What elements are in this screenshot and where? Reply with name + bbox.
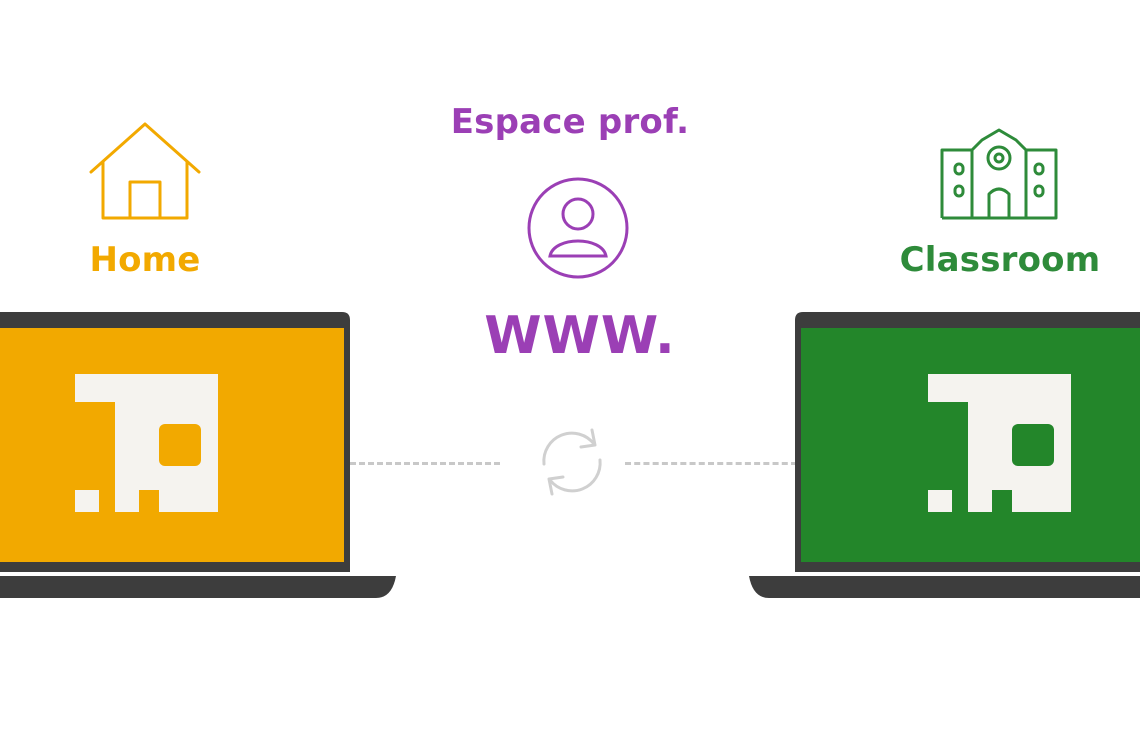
home-label: Home (89, 240, 201, 280)
www-label: WWW. (484, 306, 676, 366)
school-building-icon (940, 128, 1058, 220)
connector-line-left (350, 462, 500, 465)
teacher-space-label: Espace prof. (450, 102, 690, 142)
connector-line-right (625, 462, 797, 465)
user-circle-icon (526, 176, 630, 280)
house-icon (85, 120, 205, 225)
tp-logo (928, 374, 1071, 514)
sync-icon (532, 422, 612, 502)
tp-logo (75, 374, 218, 514)
classroom-label: Classroom (899, 240, 1101, 280)
